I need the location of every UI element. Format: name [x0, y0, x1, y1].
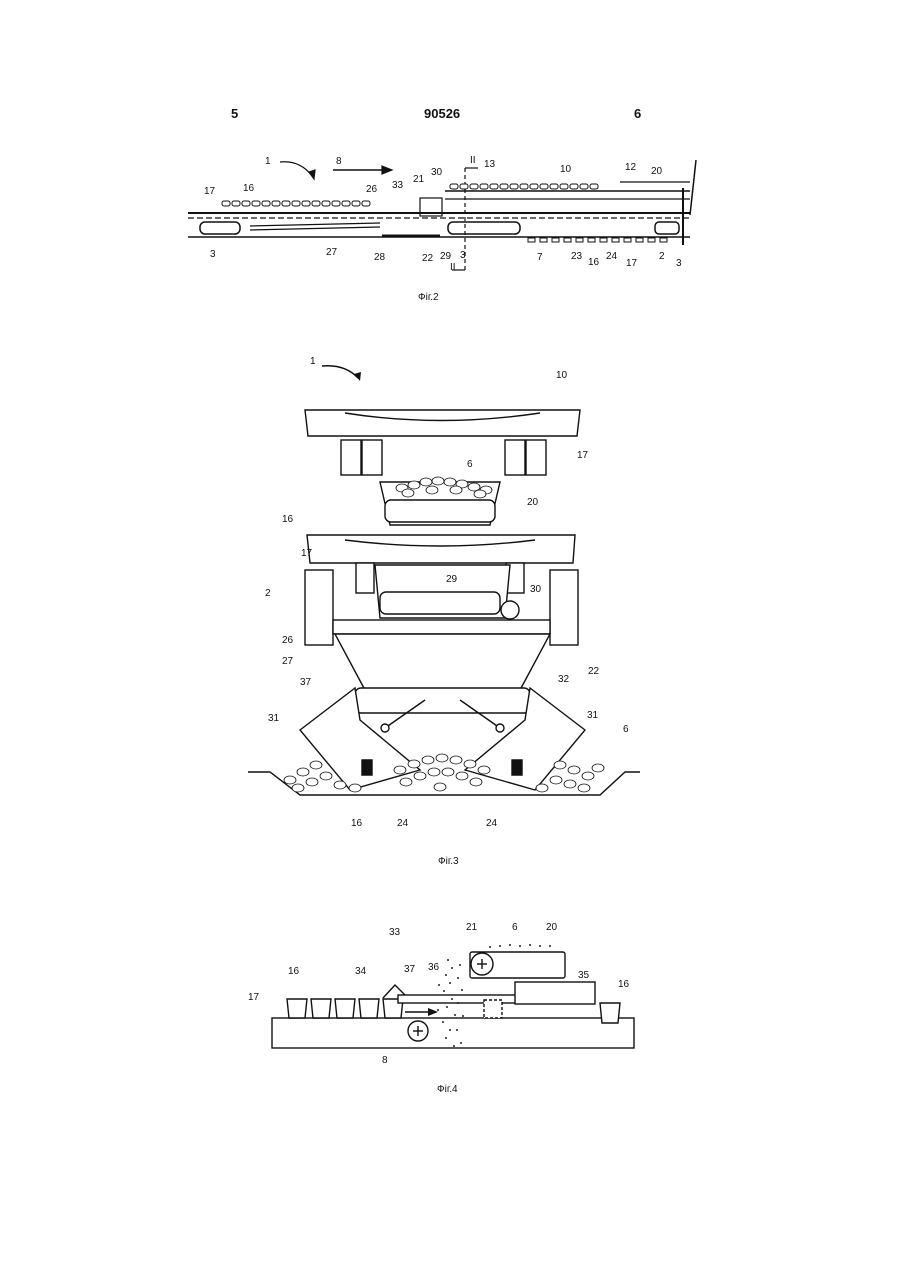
fig4-label: 21 [466, 922, 478, 933]
fig4-label: 6 [512, 922, 518, 933]
fig4-label: 37 [404, 964, 416, 975]
fig4-label: 8 [382, 1055, 388, 1066]
fig4-label: 20 [546, 922, 558, 933]
fig4-label: 35 [578, 970, 590, 981]
fig4-label: 34 [355, 966, 367, 977]
fig4-machine [272, 952, 634, 1048]
fig4-label: 17 [248, 992, 260, 1003]
fig4-label: 16 [288, 966, 300, 977]
fig4-label: 36 [428, 962, 440, 973]
fig4-label: 33 [389, 927, 401, 938]
figure-4-caption: Фіг.4 [437, 1084, 458, 1095]
fig4-label: 16 [618, 979, 630, 990]
